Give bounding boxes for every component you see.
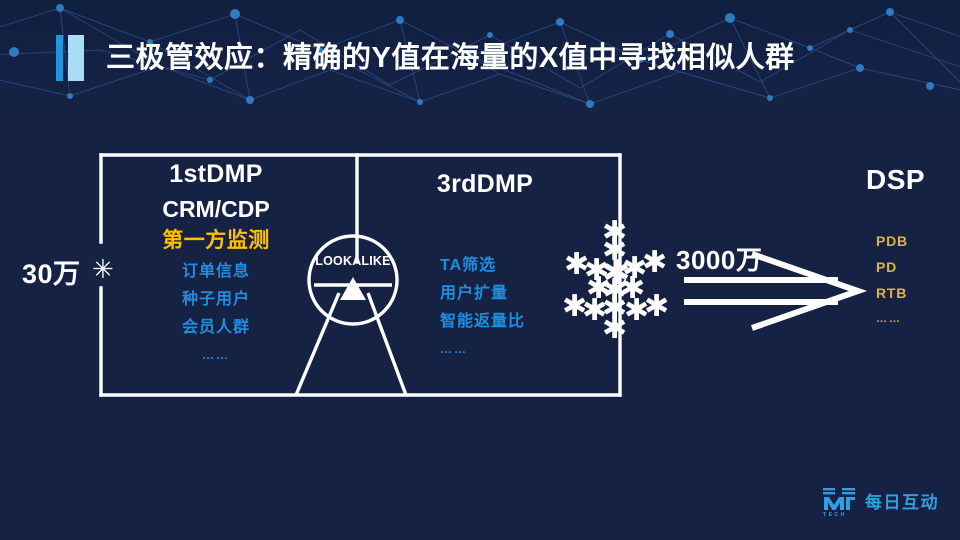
input-asterisk-icon: ✳ [92, 254, 114, 284]
list-item: 用户扩量 [440, 285, 509, 302]
dsp-item-list: PDB PD RTB …… [876, 228, 908, 332]
network-pattern-decoration [0, 4, 960, 108]
m-tech-logo-icon: TECH [822, 487, 856, 518]
list-item: …… [440, 342, 468, 356]
transistor-arrow-icon [340, 277, 366, 300]
dmp3-title: 3rdDMP [436, 170, 534, 198]
logo-text: 每日互动 [865, 492, 939, 512]
title-accent-bar-thick [68, 35, 84, 81]
list-item: 会员人群 [181, 319, 250, 336]
dmp1-title: 1stDMP [169, 160, 263, 188]
logo-mark-subtext: TECH [823, 512, 847, 517]
dmp1-highlight-label: 第一方监测 [162, 229, 270, 252]
header-band [0, 0, 960, 112]
dmp1-subtitle: CRM/CDP [162, 196, 270, 222]
list-item: PDB [876, 233, 908, 249]
title-accent-bar-thin [56, 35, 63, 81]
brand-logo: TECH 每日互动 [822, 486, 939, 518]
page-title-row: 三极管效应：精确的Y值在海量的X值中寻找相似人群 [56, 33, 795, 83]
dmp1-item-list: 订单信息 种子用户 会员人群 …… [106, 258, 326, 368]
dmp3-item-list: TA筛选 用户扩量 智能返量比 …… [398, 252, 568, 362]
output-volume-label: 3000万 [676, 245, 763, 275]
asterisk-cluster-icon: ✱ ✱ ✱ ✱ ✱ ✱ ✱ ✱ ✱ ✱ ✱ ✱ ✱ ✱ ✱ ✱ [562, 215, 670, 346]
list-item: …… [202, 348, 230, 362]
list-item: TA筛选 [440, 257, 497, 274]
output-arrow-head [751, 251, 868, 331]
lookalike-label: LOOKALIKE [315, 254, 391, 268]
input-volume-label: 30万 [22, 259, 81, 289]
list-item: 智能返量比 [440, 313, 526, 330]
list-item: 种子用户 [181, 291, 250, 308]
page-title: 三极管效应：精确的Y值在海量的X值中寻找相似人群 [106, 41, 795, 74]
dsp-title: DSP [866, 164, 926, 195]
list-item: RTB [876, 285, 908, 301]
list-item: 订单信息 [181, 263, 250, 280]
list-item: PD [876, 259, 898, 275]
list-item: …… [876, 313, 902, 325]
